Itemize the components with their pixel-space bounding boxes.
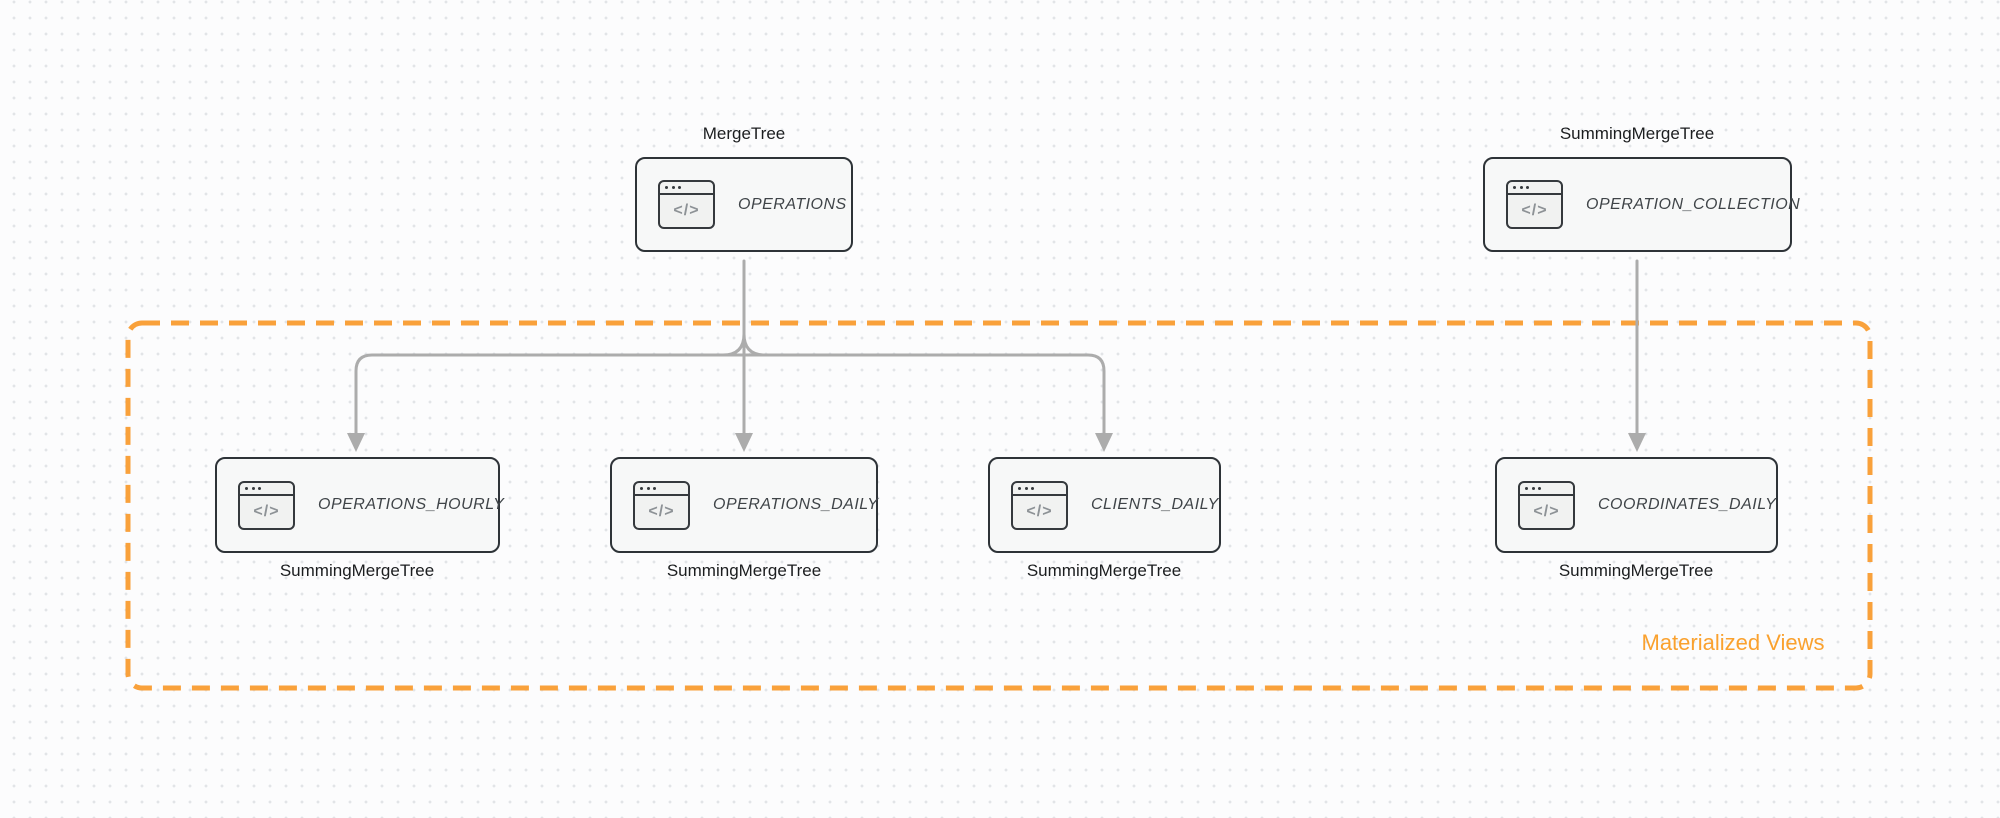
code-glyph-icon: </> — [1521, 202, 1548, 219]
window-dot-icon — [1531, 486, 1535, 490]
engine-label-operation-collection: SummingMergeTree — [1559, 124, 1715, 143]
code-window-icon: </> — [658, 180, 715, 229]
window-dot-icon — [640, 486, 643, 490]
code-window-icon: </> — [238, 480, 295, 530]
node-operation-collection[interactable]: </> OPERATION_COLLECTION — [1483, 157, 1800, 252]
code-window-icon: </> — [1518, 480, 1575, 530]
edge-fillet-right — [742, 332, 767, 357]
engine-label-operations-hourly: SummingMergeTree — [279, 561, 435, 580]
engine-label-coordinates-daily: SummingMergeTree — [1558, 561, 1714, 580]
window-dot-icon — [671, 186, 675, 189]
node-clients-daily[interactable]: </> CLIENTS_DAILY — [988, 457, 1221, 553]
window-dot-icon — [245, 486, 248, 490]
node-title-operations-daily: OPERATIONS_DAILY — [713, 496, 879, 513]
code-glyph-icon: </> — [1026, 502, 1053, 520]
code-glyph-icon: </> — [1533, 502, 1560, 520]
window-dot-icon — [646, 486, 650, 490]
window-dot-icon — [1018, 486, 1021, 490]
code-window-titlebar — [1013, 483, 1066, 496]
code-window-titlebar — [1520, 483, 1573, 496]
arrowhead-operations-daily — [735, 433, 753, 452]
node-title-operations: OPERATIONS — [738, 195, 847, 213]
window-dot-icon — [1513, 186, 1516, 189]
window-dot-icon — [1519, 186, 1523, 189]
window-dot-icon — [653, 486, 656, 490]
code-glyph-icon: </> — [253, 502, 280, 520]
node-title-coordinates-daily: COORDINATES_DAILY — [1598, 496, 1777, 513]
node-coordinates-daily[interactable]: </> COORDINATES_DAILY — [1495, 457, 1778, 553]
code-window-titlebar — [635, 483, 688, 496]
node-operations-hourly[interactable]: </> OPERATIONS_HOURLY — [215, 457, 504, 553]
window-dot-icon — [1525, 486, 1528, 490]
edge-fillet-left — [721, 332, 746, 357]
engine-label-operations-daily: SummingMergeTree — [666, 561, 822, 580]
code-glyph-icon: </> — [673, 202, 700, 219]
window-dot-icon — [1031, 486, 1034, 490]
window-dot-icon — [1538, 486, 1541, 490]
arrowhead-operations-hourly — [347, 433, 365, 452]
arrowhead-coordinates-daily — [1628, 433, 1646, 452]
edge-branch-rail — [354, 353, 1106, 440]
node-title-clients-daily: CLIENTS_DAILY — [1091, 496, 1219, 513]
materialized-views-group-border — [125, 320, 1873, 691]
node-operations[interactable]: </> OPERATIONS — [635, 157, 853, 252]
code-window-icon: </> — [1506, 180, 1563, 229]
code-glyph-icon: </> — [648, 502, 675, 520]
code-window-titlebar — [660, 182, 713, 195]
arrowhead-clients-daily — [1095, 433, 1113, 452]
window-dot-icon — [665, 186, 668, 189]
code-window-titlebar — [1508, 182, 1561, 195]
window-dot-icon — [678, 186, 681, 189]
node-title-operation-collection: OPERATION_COLLECTION — [1586, 195, 1801, 213]
materialized-views-label: Materialized Views — [1641, 630, 1825, 655]
code-window-titlebar — [240, 483, 293, 496]
engine-label-clients-daily: SummingMergeTree — [1026, 561, 1182, 580]
window-dot-icon — [251, 486, 255, 490]
window-dot-icon — [258, 486, 261, 490]
window-dot-icon — [1024, 486, 1028, 490]
node-operations-daily[interactable]: </> OPERATIONS_DAILY — [610, 457, 878, 553]
code-window-icon: </> — [633, 480, 690, 530]
node-title-operations-hourly: OPERATIONS_HOURLY — [318, 496, 505, 513]
engine-label-operations: MergeTree — [702, 124, 786, 143]
window-dot-icon — [1526, 186, 1529, 189]
code-window-icon: </> — [1011, 480, 1068, 530]
